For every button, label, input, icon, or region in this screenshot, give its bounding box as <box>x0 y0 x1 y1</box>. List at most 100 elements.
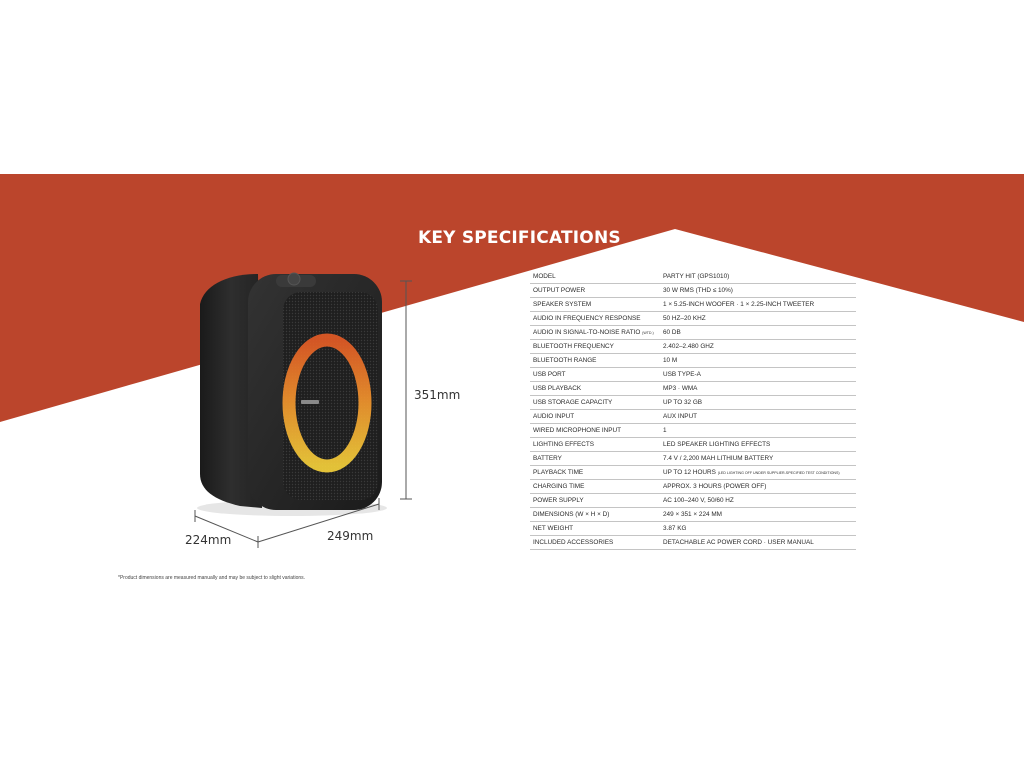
spec-value-text: 7.4 V / 2,200 MAH LITHIUM BATTERY <box>663 454 774 462</box>
spec-row: WIRED MICROPHONE INPUT 1 <box>530 423 856 438</box>
spec-row: LIGHTING EFFECTS LED SPEAKER LIGHTING EFF… <box>530 437 856 452</box>
spec-name: AUDIO INPUT <box>530 409 660 424</box>
spec-value-text: MP3 · WMA <box>663 384 698 392</box>
spec-value-text: 30 W RMS (THD ≤ 10%) <box>663 286 733 294</box>
spec-name: OUTPUT POWER <box>530 283 660 298</box>
spec-name-text: MODEL <box>533 272 556 280</box>
spec-row: NET WEIGHT 3.87 KG <box>530 521 856 536</box>
spec-value: 50 HZ–20 KHZ <box>660 311 856 326</box>
spec-value-text: UP TO 12 HOURS <box>663 468 716 476</box>
speaker-side-panel <box>200 274 262 508</box>
spec-value-text: 1 <box>663 426 667 434</box>
spec-name: PLAYBACK TIME <box>530 465 660 480</box>
spec-name: DIMENSIONS (W × H × D) <box>530 507 660 522</box>
spec-value-text: 1 × 5.25-INCH WOOFER · 1 × 2.25-INCH TWE… <box>663 300 815 308</box>
spec-value: DETACHABLE AC POWER CORD · USER MANUAL <box>660 535 856 550</box>
spec-value-text: 3.87 KG <box>663 524 687 532</box>
spec-name: BLUETOOTH FREQUENCY <box>530 339 660 354</box>
spec-name: LIGHTING EFFECTS <box>530 437 660 452</box>
spec-value: 249 × 351 × 224 MM <box>660 507 856 522</box>
spec-row: BATTERY 7.4 V / 2,200 MAH LITHIUM BATTERY <box>530 451 856 466</box>
depth-dimension-line <box>194 510 259 543</box>
spec-value: MP3 · WMA <box>660 381 856 396</box>
spec-row: USB PLAYBACK MP3 · WMA <box>530 381 856 396</box>
spec-name: CHARGING TIME <box>530 479 660 494</box>
spec-name-text: AUDIO INPUT <box>533 412 575 420</box>
spec-value-text: AUX INPUT <box>663 412 698 420</box>
spec-value: 1 <box>660 423 856 438</box>
spec-row: AUDIO IN SIGNAL-TO-NOISE RATIO (WTD.)60 … <box>530 325 856 340</box>
spec-name: AUDIO IN SIGNAL-TO-NOISE RATIO (WTD.) <box>530 325 660 340</box>
spec-value: UP TO 12 HOURS (LED LIGHTING OFF UNDER S… <box>660 465 856 480</box>
spec-value: LED SPEAKER LIGHTING EFFECTS <box>660 437 856 452</box>
height-dimension-label: 351mm <box>414 388 461 402</box>
spec-name-text: DIMENSIONS (W × H × D) <box>533 510 610 518</box>
spec-name-text: INCLUDED ACCESSORIES <box>533 538 614 546</box>
spec-row: USB PORT USB TYPE-A <box>530 367 856 382</box>
spec-name-text: POWER SUPPLY <box>533 496 584 504</box>
spec-row: POWER SUPPLY AC 100–240 V, 50/60 HZ <box>530 493 856 508</box>
spec-value-text: 2.402–2.480 GHZ <box>663 342 714 350</box>
spec-row: AUDIO INPUT AUX INPUT <box>530 409 856 424</box>
spec-name: USB PORT <box>530 367 660 382</box>
led-light-ring <box>282 333 372 473</box>
accent-band <box>0 174 1024 422</box>
spec-name-text: NET WEIGHT <box>533 524 574 532</box>
spec-value: AC 100–240 V, 50/60 HZ <box>660 493 856 508</box>
spec-value: UP TO 32 GB <box>660 395 856 410</box>
volume-knob-icon <box>287 272 301 286</box>
spec-row: INCLUDED ACCESSORIES DETACHABLE AC POWER … <box>530 535 856 550</box>
spec-name: BATTERY <box>530 451 660 466</box>
spec-value-text: PARTY HIT (GPS1010) <box>663 272 730 280</box>
spec-value: 10 M <box>660 353 856 368</box>
spec-value: PARTY HIT (GPS1010) <box>660 270 856 284</box>
spec-value: AUX INPUT <box>660 409 856 424</box>
spec-value: USB TYPE-A <box>660 367 856 382</box>
spec-name-text: USB PORT <box>533 370 566 378</box>
spec-name-text: AUDIO IN SIGNAL-TO-NOISE RATIO <box>533 328 641 336</box>
spec-name: USB STORAGE CAPACITY <box>530 395 660 410</box>
spec-name-text: PLAYBACK TIME <box>533 468 584 476</box>
spec-value-text: APPROX. 3 HOURS (POWER OFF) <box>663 482 767 490</box>
spec-banner: KEY SPECIFICATIONS <box>0 174 1024 592</box>
spec-name: BLUETOOTH RANGE <box>530 353 660 368</box>
spec-row: DIMENSIONS (W × H × D) 249 × 351 × 224 MM <box>530 507 856 522</box>
spec-value-text: 10 M <box>663 356 678 364</box>
spec-value-text: 50 HZ–20 KHZ <box>663 314 706 322</box>
spec-name-text: USB STORAGE CAPACITY <box>533 398 613 406</box>
spec-table: MODEL PARTY HIT (GPS1010) OUTPUT POWER 30 W… <box>530 270 856 550</box>
spec-value-text: UP TO 32 GB <box>663 398 703 406</box>
spec-name: USB PLAYBACK <box>530 381 660 396</box>
spec-row: CHARGING TIME APPROX. 3 HOURS (POWER OFF) <box>530 479 856 494</box>
spec-value-text: DETACHABLE AC POWER CORD · USER MANUAL <box>663 538 814 546</box>
spec-name-text: OUTPUT POWER <box>533 286 586 294</box>
footnote: *Product dimensions are measured manuall… <box>118 575 306 581</box>
spec-name: POWER SUPPLY <box>530 493 660 508</box>
spec-name-text: WIRED MICROPHONE INPUT <box>533 426 622 434</box>
spec-name-text: LIGHTING EFFECTS <box>533 440 595 448</box>
spec-name-note: (WTD.) <box>642 330 654 335</box>
depth-dimension-label: 224mm <box>185 533 232 547</box>
width-dimension-label: 249mm <box>327 529 374 543</box>
banner-background <box>0 174 1024 422</box>
spec-name-text: CHARGING TIME <box>533 482 585 490</box>
page-title: KEY SPECIFICATIONS <box>418 228 621 248</box>
brand-logo-plate <box>301 400 319 404</box>
spec-name-text: USB PLAYBACK <box>533 384 582 392</box>
spec-table-body: MODEL PARTY HIT (GPS1010) OUTPUT POWER 30 W… <box>530 270 856 550</box>
spec-name: AUDIO IN FREQUENCY RESPONSE <box>530 311 660 326</box>
spec-row: USB STORAGE CAPACITY UP TO 32 GB <box>530 395 856 410</box>
spec-row: PLAYBACK TIME UP TO 12 HOURS (LED LIGHTIN… <box>530 465 856 480</box>
spec-name: SPEAKER SYSTEM <box>530 297 660 312</box>
spec-name-text: BATTERY <box>533 454 562 462</box>
spec-value: 3.87 KG <box>660 521 856 536</box>
spec-value-text: AC 100–240 V, 50/60 HZ <box>663 496 734 504</box>
spec-name: NET WEIGHT <box>530 521 660 536</box>
spec-value-note: (LED LIGHTING OFF UNDER SUPPLIER-SPECIFI… <box>717 470 840 475</box>
spec-value: 7.4 V / 2,200 MAH LITHIUM BATTERY <box>660 451 856 466</box>
height-dimension-line <box>400 280 412 500</box>
spec-name: WIRED MICROPHONE INPUT <box>530 423 660 438</box>
